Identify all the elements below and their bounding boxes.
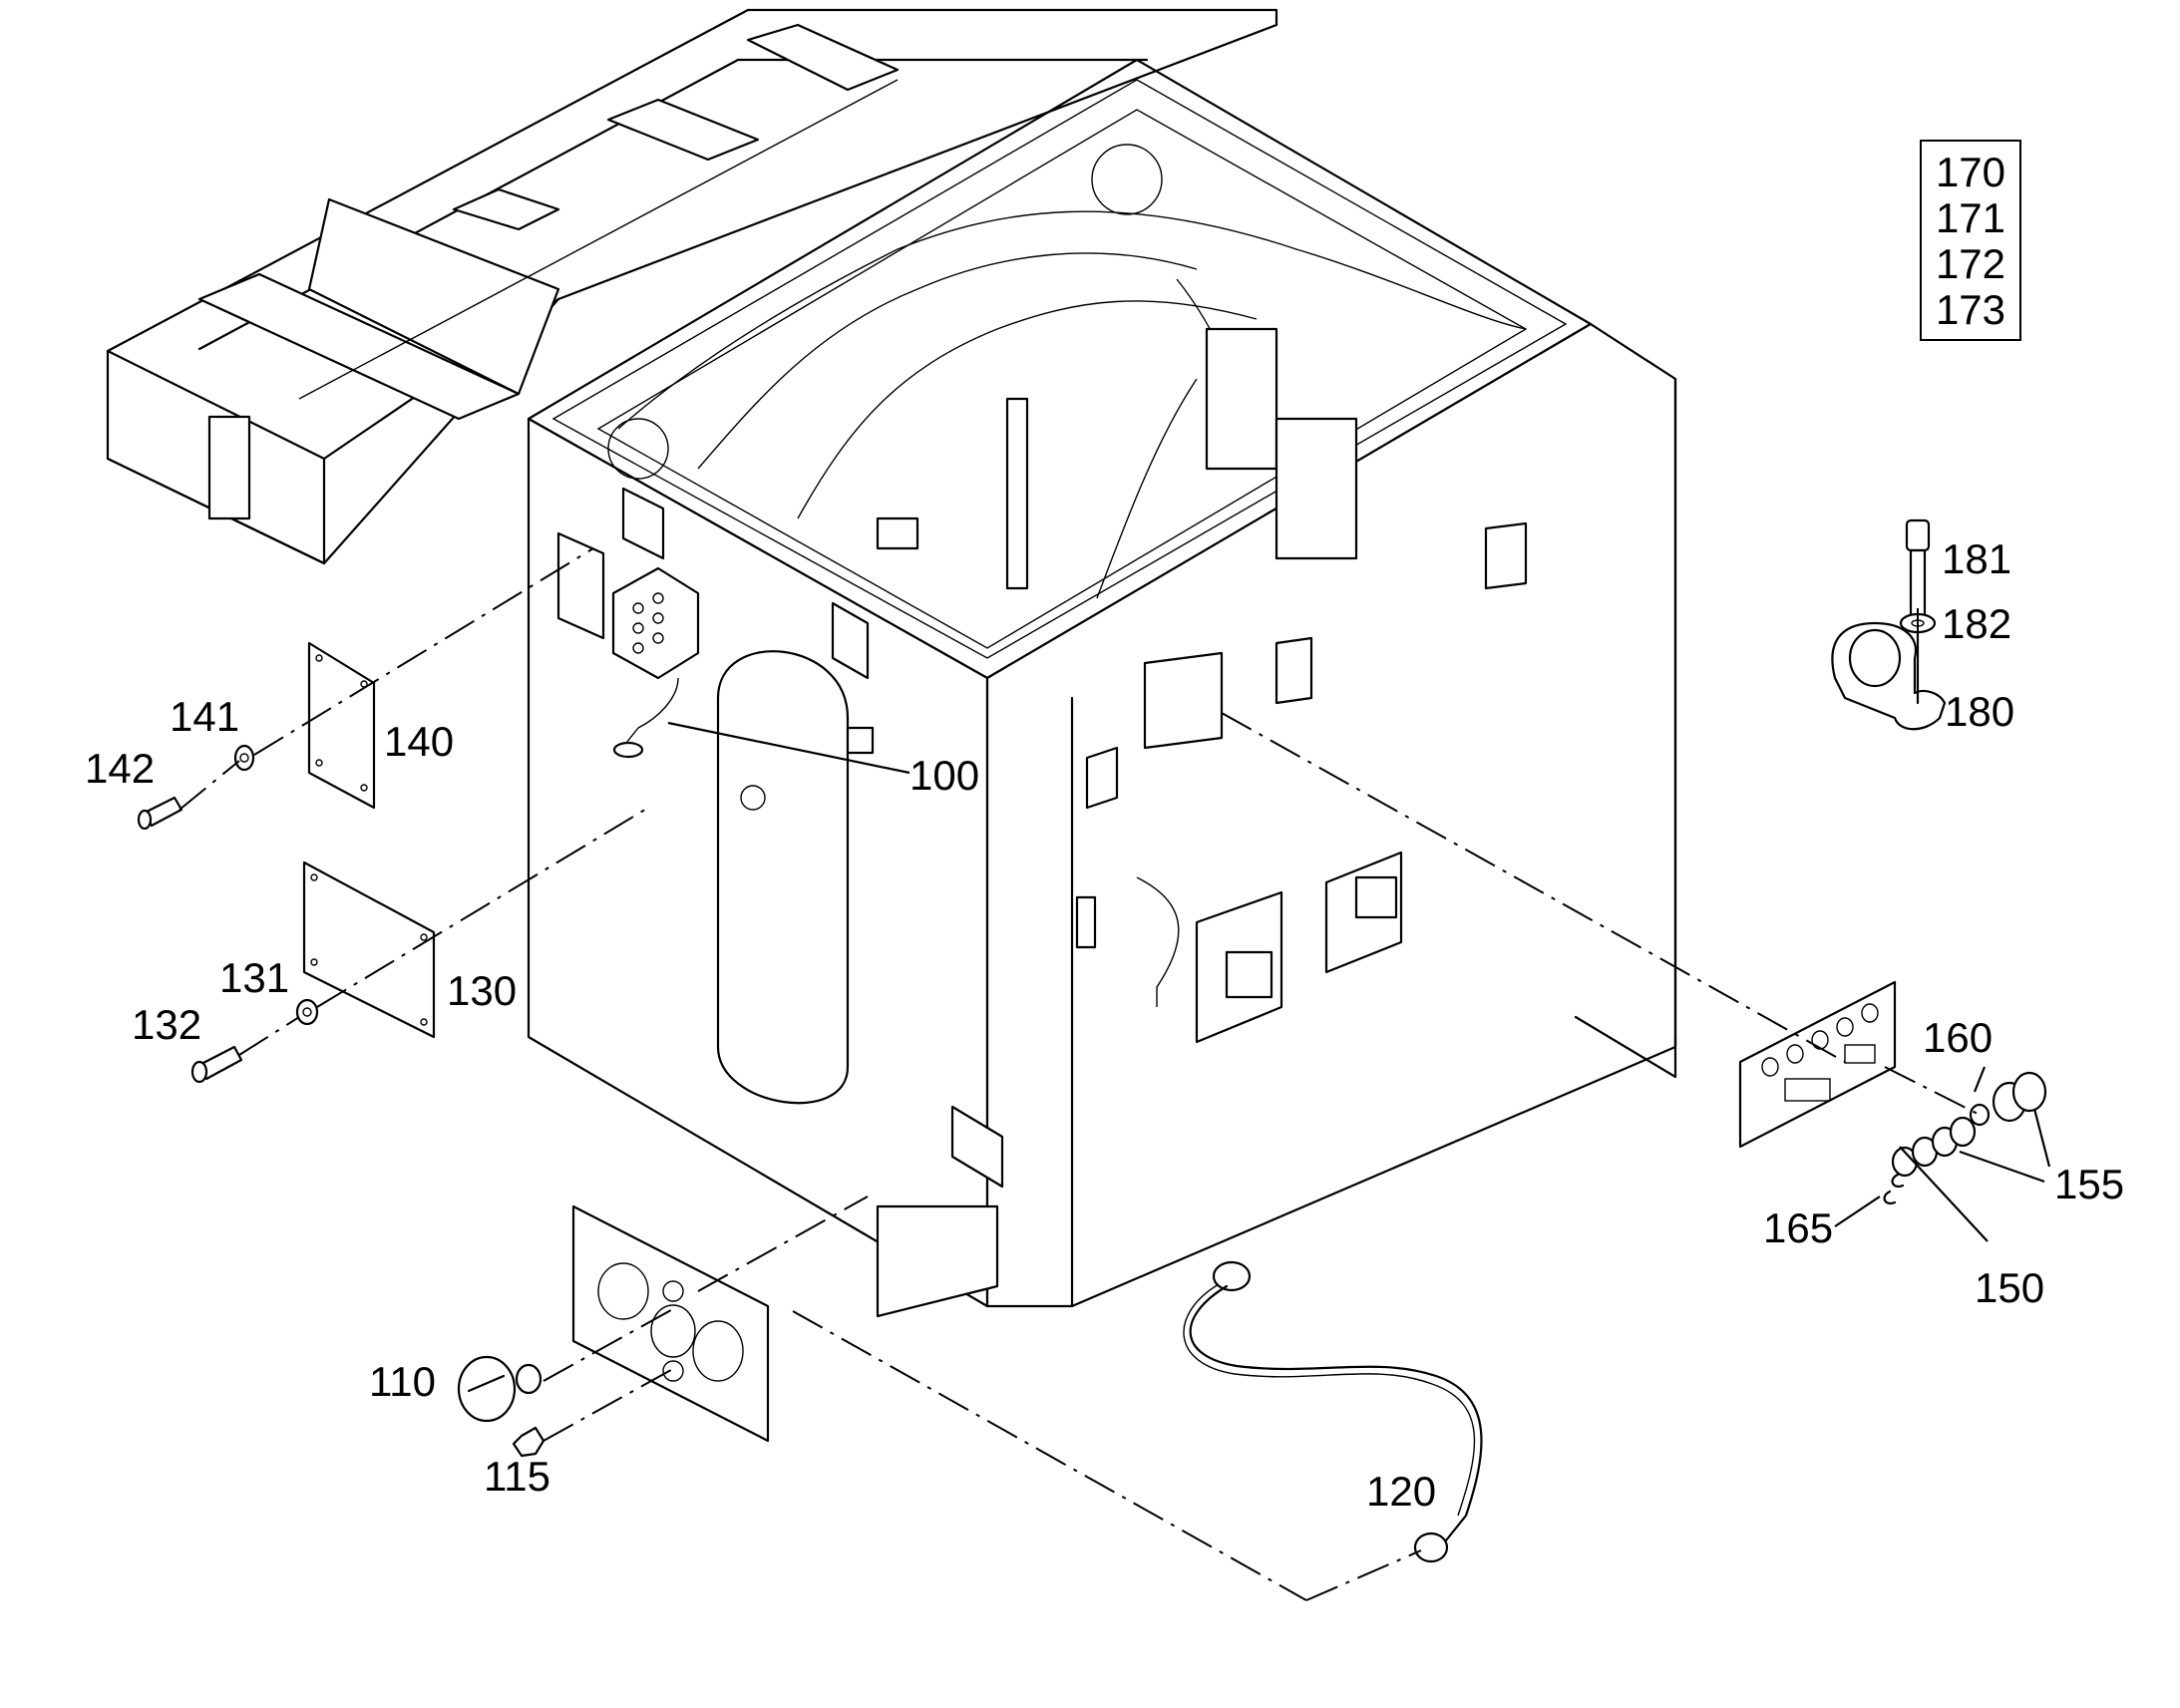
callout-181: 181 (1942, 535, 2011, 582)
callout-180: 180 (1945, 688, 2014, 735)
callouts: 100 110 115 120 130 131 132 140 141 142 … (85, 535, 2124, 1515)
callout-130: 130 (447, 967, 517, 1014)
washer-131 (295, 998, 319, 1026)
cover-plate-130 (302, 860, 436, 1039)
assembly-lines (179, 547, 1981, 1601)
fitting-150 (1891, 1116, 1977, 1178)
screw-142 (137, 796, 183, 831)
cover-plate-140 (307, 641, 376, 810)
callout-115: 115 (484, 1453, 550, 1500)
callout-182: 182 (1942, 600, 2011, 647)
kit-item: 171 (1935, 194, 2006, 241)
top-frame (106, 8, 1278, 565)
callout-160: 160 (1923, 1014, 1993, 1061)
nut-115 (512, 1426, 545, 1458)
callout-132: 132 (132, 1001, 201, 1048)
callout-141: 141 (170, 693, 239, 740)
callout-120: 120 (1366, 1468, 1436, 1515)
leader-lines (667, 721, 2051, 1242)
washer-141 (233, 744, 255, 772)
connector-plate (1738, 980, 1897, 1149)
callout-140: 140 (384, 718, 454, 765)
fitting-160 (1969, 1103, 1991, 1127)
cable-120 (1183, 1260, 1483, 1563)
knob-small-110 (515, 1363, 543, 1395)
fitting-155 (1992, 1071, 2047, 1123)
bottom-plate (571, 1204, 770, 1443)
cabinet (527, 58, 1677, 1318)
clamp-180 (1831, 621, 1947, 731)
callout-155: 155 (2054, 1161, 2124, 1207)
callout-165: 165 (1763, 1204, 1833, 1251)
callout-100: 100 (909, 752, 979, 799)
control-box-part-100 (611, 566, 700, 759)
knob-110 (457, 1355, 517, 1423)
callout-142: 142 (85, 745, 155, 792)
kit-item: 172 (1935, 240, 2006, 287)
kit-reference-box: 170 171 172 173 (1920, 140, 2021, 341)
kit-item: 170 (1935, 149, 2006, 195)
screw-132 (190, 1045, 243, 1084)
callout-150: 150 (1975, 1264, 2044, 1311)
kit-item: 173 (1935, 286, 2006, 333)
clip-165 (1883, 1173, 1905, 1204)
screw-181 (1905, 518, 1931, 617)
callout-110: 110 (369, 1358, 436, 1405)
callout-131: 131 (219, 954, 289, 1001)
